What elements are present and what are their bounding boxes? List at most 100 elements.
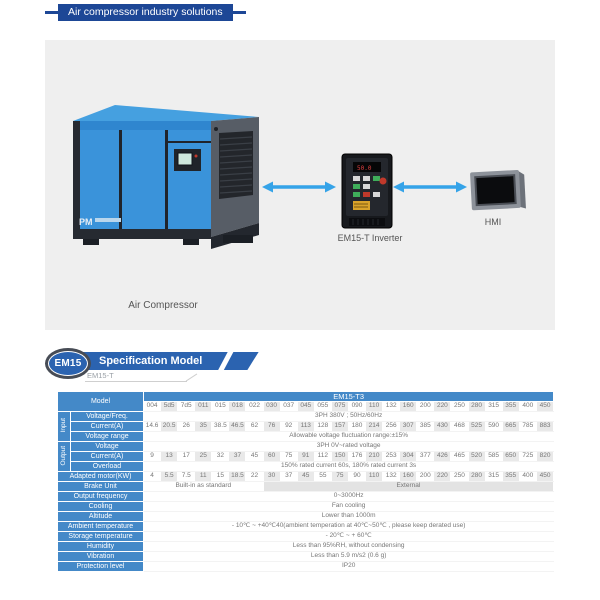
row-label: Output frequency (56, 491, 145, 502)
inverter-label: EM15-T Inverter (337, 233, 403, 243)
spec-cell: 113 (296, 421, 315, 432)
spec-cell: 180 (347, 421, 367, 432)
spec-cell: 315 (484, 471, 503, 482)
spec-cell: 7.5 (177, 471, 196, 482)
diagram-panel: PM Air Compressor 50.0 (45, 40, 555, 330)
row-label: Ambient temperature (56, 521, 145, 532)
row-label: Humidity (56, 541, 145, 552)
model-cell: 355 (501, 401, 520, 412)
spec-cell: 5.5 (160, 471, 179, 482)
spec-cell: 4 (143, 471, 162, 482)
spec-cell: 883 (535, 421, 555, 432)
row-label: Current(A) (69, 421, 145, 432)
arrow-inverter-hmi (393, 181, 467, 193)
spec-cell: External (262, 481, 555, 492)
spec-cell: 45 (245, 451, 264, 462)
model-cell: 250 (450, 401, 469, 412)
model-cell: 075 (330, 401, 349, 412)
spec-cell: 0~3000Hz (143, 491, 555, 502)
spec-cell: 465 (450, 451, 469, 462)
spec-cell: 468 (450, 421, 469, 432)
spec-cell: 55 (313, 471, 332, 482)
spec-cell: 450 (535, 471, 555, 482)
row-label: Voltage (69, 441, 145, 452)
spec-cell: 22 (245, 471, 264, 482)
spec-cell: 17 (177, 451, 196, 462)
spec-cell: 210 (365, 451, 384, 462)
spec-cell: 400 (518, 471, 537, 482)
spec-cell: 220 (433, 471, 452, 482)
spec-cell: 250 (450, 471, 469, 482)
row-label: Current(A) (69, 451, 145, 462)
spec-cell: Allowable voltage fluctuation range:±15% (143, 431, 555, 442)
group-label: Output (57, 441, 71, 472)
spec-cell: 355 (501, 471, 520, 482)
model-cell: 045 (296, 401, 315, 412)
banner-line-left (45, 11, 58, 14)
spec-cell: 200 (416, 471, 435, 482)
spec-cell: 60 (262, 451, 281, 462)
model-cell: 400 (518, 401, 537, 412)
spec-cell: 430 (433, 421, 452, 432)
spec-cell: 91 (296, 451, 315, 462)
ribbon-underline-diagonal (185, 373, 198, 382)
model-cell: 200 (416, 401, 435, 412)
model-cell: 280 (467, 401, 486, 412)
spec-cell: 20.5 (160, 421, 179, 432)
group-label: Input (57, 411, 71, 442)
spec-cell: 11 (194, 471, 213, 482)
spec-cell: 650 (501, 451, 520, 462)
model-cell: 132 (382, 401, 401, 412)
spec-subtitle: EM15-T (87, 371, 114, 380)
row-label: Adapted motor(KW) (56, 471, 145, 482)
row-label: Vibration (56, 551, 145, 562)
spec-title-banner: Specification Model (73, 352, 251, 370)
spec-cell: Lower than 1000m (143, 511, 555, 522)
spec-cell: 132 (382, 471, 401, 482)
spec-cell: 820 (535, 451, 555, 462)
model-cell: 015 (211, 401, 230, 412)
spec-cell: 280 (467, 471, 486, 482)
hmi-image (470, 169, 526, 211)
spec-cell: 385 (416, 421, 435, 432)
spec-cell: 38.5 (211, 421, 230, 432)
spec-cell: 725 (518, 451, 537, 462)
model-cell: 5d5 (160, 401, 179, 412)
spec-cell: - 20℃ ~ + 60℃ (143, 531, 555, 542)
model-cell: 011 (194, 401, 213, 412)
spec-cell: 76 (262, 421, 281, 432)
model-cell: 004 (143, 401, 162, 412)
air-compressor-label: Air Compressor (128, 300, 198, 311)
model-cell: 315 (484, 401, 503, 412)
row-label: Altitude (56, 511, 145, 522)
spec-cell: 3PH 380V ; 50Hz/60Hz (143, 411, 555, 422)
spec-cell: - 10℃ ~ +40℃40(ambient temperation at 40… (143, 521, 555, 532)
spec-cell: 307 (399, 421, 418, 432)
group-label-text: Output (59, 445, 67, 466)
spec-cell: 75 (279, 451, 298, 462)
top-banner: Air compressor industry solutions (45, 4, 246, 21)
model-cell: 220 (433, 401, 452, 412)
page-title: Air compressor industry solutions (58, 4, 233, 21)
spec-cell: 110 (365, 471, 384, 482)
em15-badge: EM15 (45, 348, 91, 379)
group-label-text: Input (59, 418, 67, 433)
row-label: Voltage/Freq. (69, 411, 145, 422)
model-cell: 7d5 (177, 401, 196, 412)
spec-cell: 426 (433, 451, 452, 462)
model-cell: 160 (399, 401, 418, 412)
hmi-label: HMI (484, 217, 502, 227)
spec-cell: 214 (365, 421, 384, 432)
spec-cell: 30 (262, 471, 281, 482)
